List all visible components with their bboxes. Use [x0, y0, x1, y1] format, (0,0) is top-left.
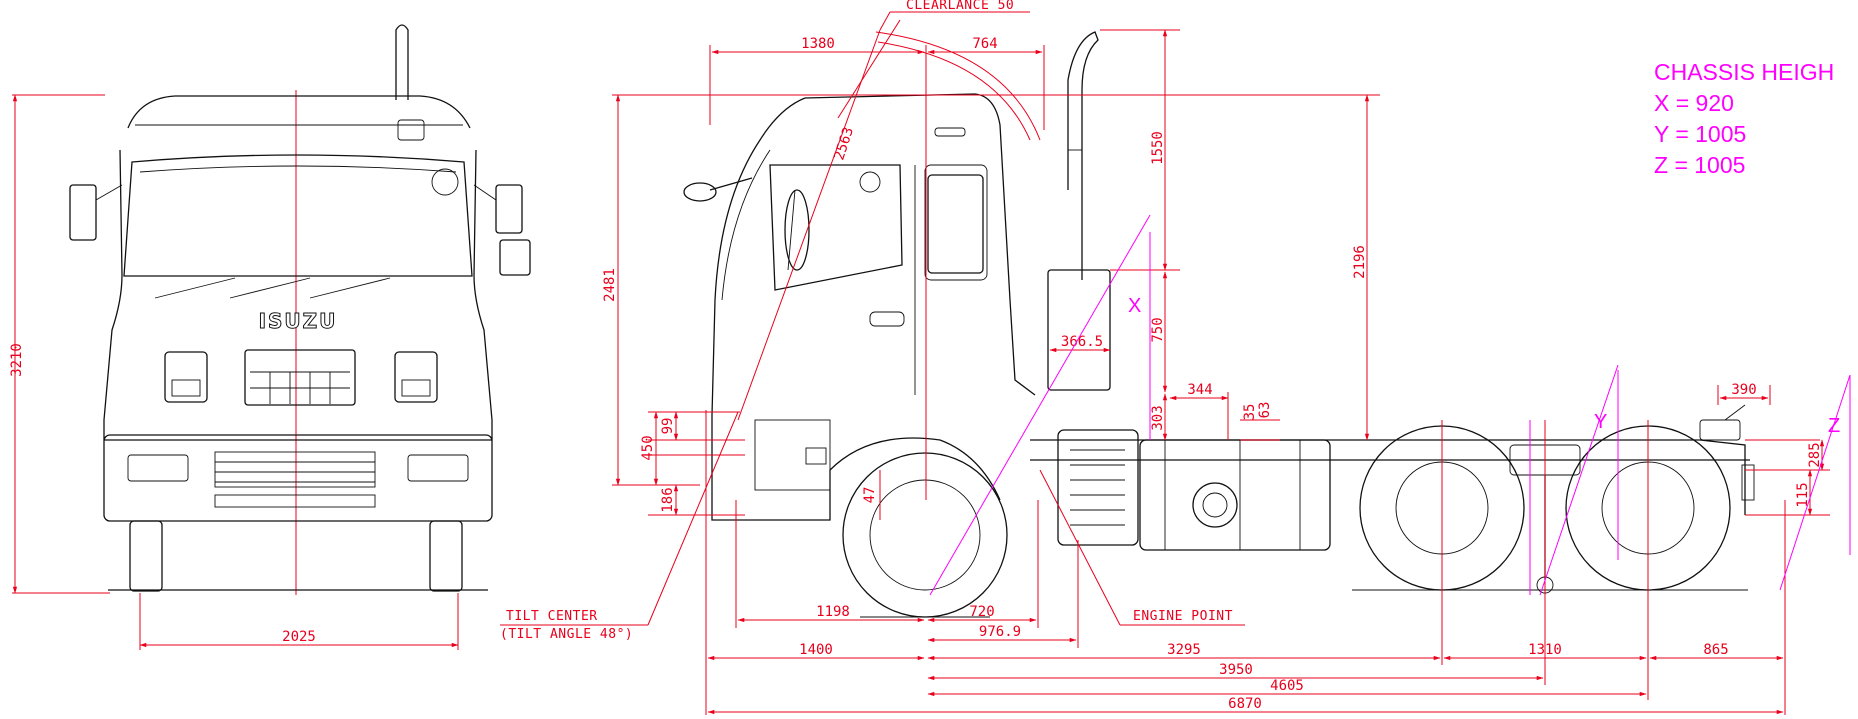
chassis-height-markers: X Y Z [929, 214, 1851, 596]
dim-47: 47 [862, 487, 878, 504]
dim-2481: 2481 [602, 268, 618, 302]
dim-115: 115 [1795, 482, 1811, 507]
chassis-height-y: Y = 1005 [1654, 121, 1746, 147]
chassis-height-z: Z = 1005 [1654, 152, 1745, 178]
dim-450: 450 [640, 435, 656, 460]
dim-865: 865 [1703, 642, 1728, 658]
dim-63: 63 [1257, 402, 1273, 419]
dim-front-width: 2025 [282, 629, 316, 645]
dim-35: 35 [1242, 404, 1258, 421]
dim-750: 750 [1150, 317, 1166, 342]
marker-z: Z [1828, 415, 1840, 437]
dim-186: 186 [660, 487, 676, 512]
side-dimensions: 1380 764 CLEARLANCE 50 2563 1550 750 303… [500, 0, 1830, 715]
dim-1380: 1380 [801, 36, 835, 52]
clearance-note: CLEARLANCE 50 [906, 0, 1014, 13]
dim-303: 303 [1150, 405, 1166, 430]
dim-366-5: 366.5 [1061, 334, 1103, 350]
marker-y: Y [1594, 411, 1607, 433]
tilt-angle-label: (TILT ANGLE 48°) [500, 627, 633, 642]
dim-390: 390 [1731, 382, 1756, 398]
dim-3950: 3950 [1219, 662, 1253, 678]
dim-4605: 4605 [1270, 678, 1304, 694]
side-view [683, 19, 1755, 618]
chassis-height-title: CHASSIS HEIGH [1654, 59, 1834, 85]
front-view: ISUZU [9, 24, 531, 650]
front-brand-logo: ISUZU [259, 309, 338, 333]
dim-976-9: 976.9 [979, 624, 1021, 640]
engine-point-label: ENGINE POINT [1133, 609, 1233, 624]
dim-1550: 1550 [1150, 131, 1166, 165]
dim-6870: 6870 [1228, 696, 1262, 712]
chassis-height-table: CHASSIS HEIGH X = 920 Y = 1005 Z = 1005 [1654, 59, 1834, 178]
dim-2196: 2196 [1352, 245, 1368, 279]
dim-285: 285 [1807, 442, 1823, 467]
dim-3295: 3295 [1167, 642, 1201, 658]
dim-99: 99 [660, 418, 676, 435]
dim-front-height: 3210 [9, 343, 25, 377]
marker-x: X [1128, 295, 1141, 317]
dim-1198: 1198 [816, 604, 850, 620]
tilt-center-label: TILT CENTER [506, 609, 598, 624]
dim-2563: 2563 [831, 125, 857, 162]
dim-764: 764 [972, 36, 997, 52]
dim-1400: 1400 [799, 642, 833, 658]
dim-344: 344 [1187, 382, 1212, 398]
dim-720: 720 [969, 604, 994, 620]
chassis-height-x: X = 920 [1654, 90, 1734, 116]
dim-1310: 1310 [1528, 642, 1562, 658]
